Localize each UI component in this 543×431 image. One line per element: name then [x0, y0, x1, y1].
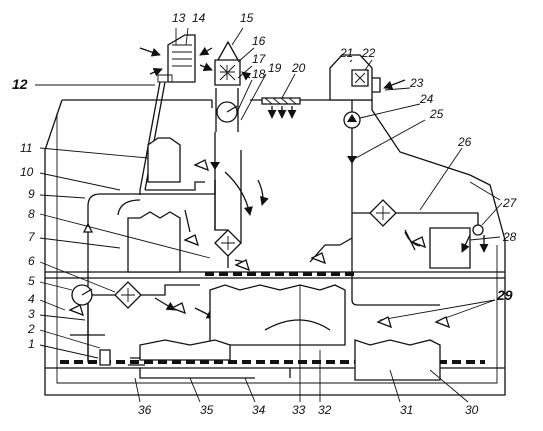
ground-floor-machinery — [70, 284, 441, 381]
valve-symbols — [68, 159, 451, 329]
callout-13: 13 — [172, 11, 186, 25]
ground-floor-fan — [71, 281, 216, 319]
central-duct — [210, 132, 269, 268]
callout-30: 30 — [465, 403, 479, 417]
callout-15: 15 — [240, 11, 254, 25]
callout-12: 12 — [12, 76, 28, 92]
left-room-machinery — [117, 137, 205, 273]
callout-10: 10 — [20, 165, 34, 179]
callout-4: 4 — [28, 292, 35, 306]
ceiling-diffuser — [261, 97, 301, 119]
callout-26: 26 — [457, 135, 472, 149]
callout-28: 28 — [502, 230, 517, 244]
right-room-equipment — [404, 224, 489, 269]
callout-2: 2 — [27, 322, 35, 336]
callout-33: 33 — [292, 403, 306, 417]
callout-18: 18 — [252, 67, 266, 81]
callout-5: 5 — [28, 274, 35, 288]
pipes-floor — [139, 368, 291, 379]
valve-icon — [193, 159, 210, 172]
callout-20: 20 — [291, 61, 306, 75]
callout-31: 31 — [400, 403, 413, 417]
callout-6: 6 — [28, 254, 35, 268]
callout-labels: 13 14 15 16 17 18 19 20 21 22 23 24 25 2… — [12, 11, 518, 417]
callout-16: 16 — [252, 34, 266, 48]
callout-8: 8 — [28, 207, 35, 221]
callout-36: 36 — [138, 403, 152, 417]
callout-34: 34 — [252, 403, 266, 417]
intake-hood — [139, 34, 213, 195]
callout-7: 7 — [28, 230, 36, 244]
roof-exhaust-unit — [329, 54, 406, 101]
callout-3: 3 — [28, 307, 35, 321]
callout-9: 9 — [28, 187, 35, 201]
callout-24: 24 — [419, 92, 434, 106]
callout-32: 32 — [318, 403, 332, 417]
callout-19: 19 — [268, 61, 282, 75]
right-riser — [309, 100, 479, 306]
callout-29: 29 — [496, 287, 513, 303]
callout-17: 17 — [252, 52, 267, 66]
callout-14: 14 — [192, 11, 206, 25]
fan-unit-upper — [199, 40, 252, 132]
callout-35: 35 — [200, 403, 214, 417]
callout-11: 11 — [20, 141, 32, 155]
callout-21: 21 — [339, 46, 353, 60]
callout-25: 25 — [429, 107, 444, 121]
callout-27: 27 — [502, 196, 518, 210]
leader-lines — [35, 27, 503, 403]
callout-23: 23 — [409, 76, 424, 90]
callout-1: 1 — [28, 337, 35, 351]
callout-22: 22 — [361, 46, 376, 60]
